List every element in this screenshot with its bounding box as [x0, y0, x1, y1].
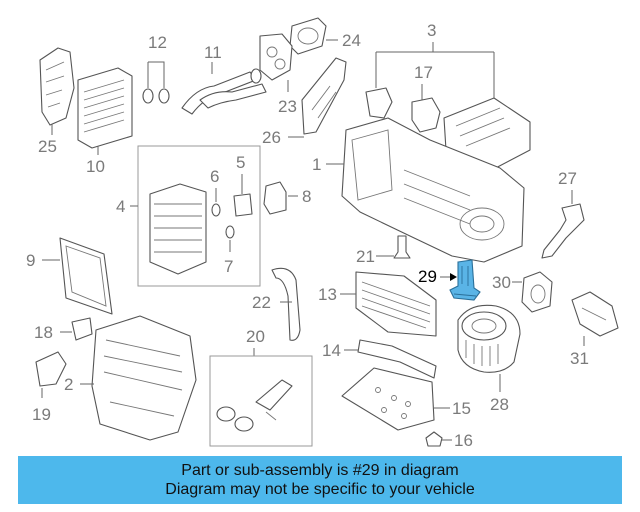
- part-5-sensor: 5: [233, 153, 253, 217]
- callout-11: 11: [204, 43, 222, 62]
- part-3a-actuator: [365, 87, 393, 119]
- banner-line-1: Part or sub-assembly is #29 in diagram: [181, 462, 459, 479]
- part-30-actuator: 30: [492, 271, 553, 313]
- callout-24: 24: [342, 31, 361, 50]
- part-14-strip: 14: [322, 339, 437, 379]
- part-31-flap: 31: [570, 291, 619, 368]
- callout-23: 23: [278, 97, 297, 116]
- part-19-sensor: 19: [32, 351, 67, 424]
- part-12-seals: 12: [142, 33, 170, 104]
- callout-2: 2: [64, 375, 73, 394]
- part-25-bracket: 25: [38, 47, 75, 156]
- callout-30: 30: [492, 273, 511, 292]
- part-21-sensor: 21: [356, 235, 411, 266]
- part-9-filter-frame: 9: [26, 237, 113, 315]
- callout-13: 13: [318, 285, 337, 304]
- part-24-gasket: 24: [289, 17, 361, 55]
- part-1-hvac-housing: 1: [312, 117, 525, 263]
- part-11-heater-pipes: 11: [181, 43, 267, 115]
- callout-6: 6: [210, 167, 219, 186]
- part-7-clip: 7: [224, 225, 235, 276]
- callout-28: 28: [490, 395, 509, 414]
- callout-26: 26: [262, 128, 281, 147]
- callout-31: 31: [570, 349, 589, 368]
- part-23-seal-plate: 23: [259, 33, 297, 116]
- info-banner: Part or sub-assembly is #29 in diagram D…: [18, 456, 622, 504]
- callout-15: 15: [452, 399, 471, 418]
- parts-diagram: 25 10 12 11 24 23: [26, 17, 619, 450]
- part-4-evaporator-group: 4: [116, 183, 207, 275]
- callout-4: 4: [116, 197, 125, 216]
- callout-9: 9: [26, 251, 35, 270]
- part-18-clip: 18: [34, 317, 93, 342]
- callout-3-group: 3: [375, 21, 495, 98]
- callout-25: 25: [38, 137, 57, 156]
- banner-line-2: Diagram may not be specific to your vehi…: [165, 481, 475, 498]
- callout-5: 5: [236, 153, 245, 172]
- part-29-blower-resistor: 29: [418, 259, 481, 301]
- callout-10: 10: [86, 157, 105, 176]
- part-3-upper-case: [443, 97, 531, 173]
- part-27-bracket: 27: [541, 169, 585, 259]
- part-10-heater-core: 10: [77, 67, 133, 176]
- callout-box-4: [137, 145, 261, 287]
- callout-20: 20: [246, 327, 265, 346]
- callout-22: 22: [252, 293, 271, 312]
- part-16-clip: 16: [425, 431, 473, 450]
- callout-7: 7: [224, 257, 233, 276]
- callout-1: 1: [312, 155, 321, 174]
- part-20-group: 20: [209, 327, 313, 447]
- callout-3: 3: [427, 21, 436, 40]
- part-8-connector: 8: [263, 181, 311, 215]
- part-6-clip: 6: [210, 167, 221, 217]
- part-28-blower-motor: 28: [457, 304, 521, 414]
- callout-21: 21: [356, 247, 375, 266]
- part-26-bracket: 26: [262, 57, 347, 147]
- callout-12: 12: [148, 33, 167, 52]
- callout-29: 29: [418, 267, 437, 286]
- callout-27: 27: [558, 169, 577, 188]
- callout-16: 16: [454, 431, 473, 450]
- callout-18: 18: [34, 323, 53, 342]
- part-13-cabin-filter: 13: [318, 271, 437, 337]
- callout-17: 17: [414, 63, 433, 82]
- part-15-cover-plate: 15: [341, 367, 471, 431]
- callout-8: 8: [302, 187, 311, 206]
- part-2-lower-housing: 2: [64, 315, 197, 441]
- callout-19: 19: [32, 405, 51, 424]
- part-17-actuator: 17: [411, 63, 441, 133]
- callout-14: 14: [322, 341, 341, 360]
- part-22-drain-hose: 22: [252, 267, 301, 341]
